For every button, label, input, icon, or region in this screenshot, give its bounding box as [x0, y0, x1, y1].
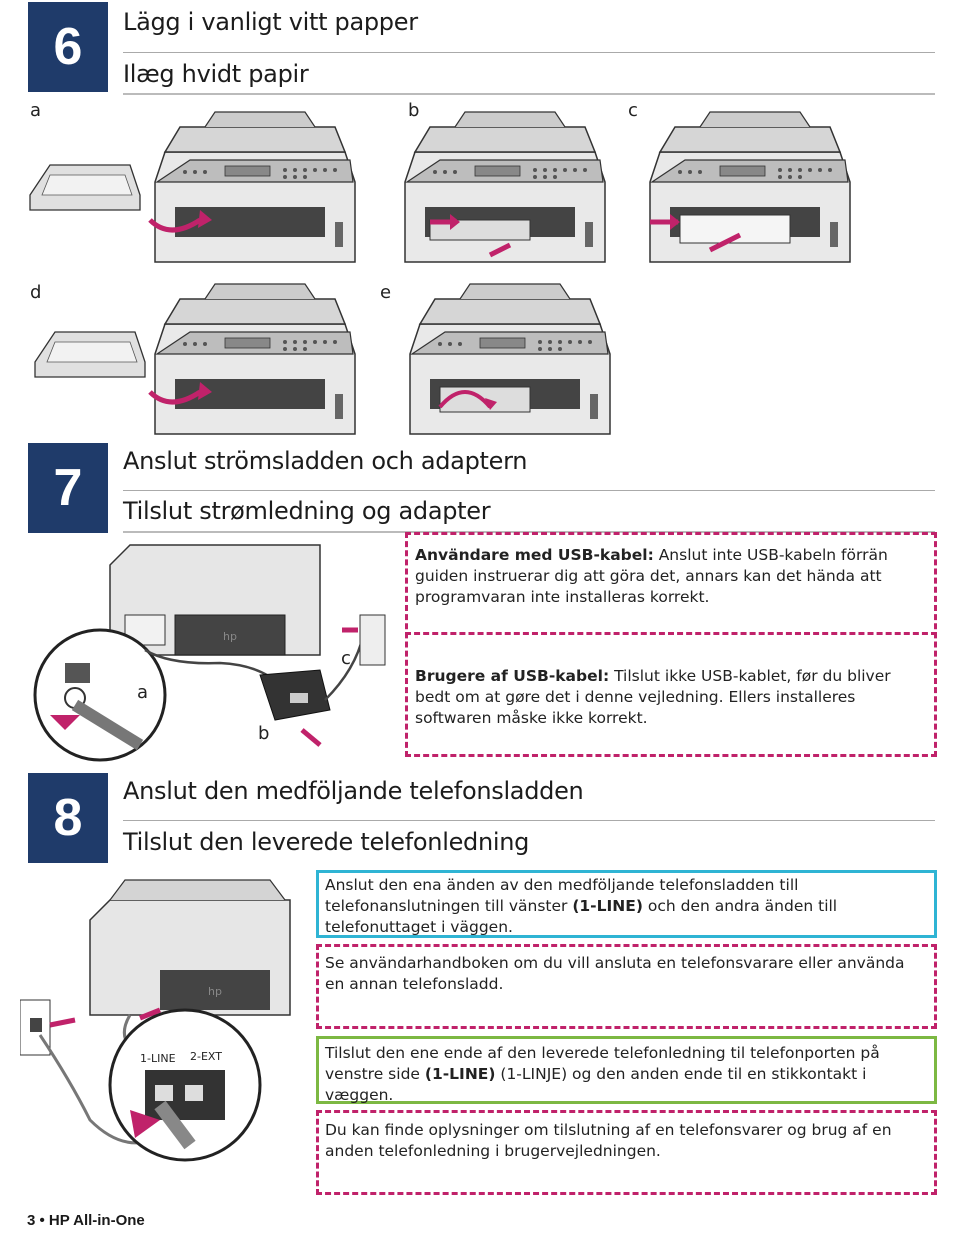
step7-note-sv-bold: Användare med USB-kabel: — [415, 546, 654, 564]
step8-box3-text-a: Tilslut den ene ende af den leverede tel… — [325, 1044, 880, 1083]
illustration-step6-c — [649, 111, 851, 263]
illustration-step6-d — [34, 283, 356, 435]
illustration-step6-e — [409, 283, 611, 435]
step7-note-border-top — [405, 532, 937, 535]
panel-label-c: c — [628, 100, 638, 121]
step7-note-da: Brugere af USB-kabel: Tilslut ikke USB-k… — [415, 666, 925, 729]
step7-label-c: c — [341, 648, 351, 669]
step8-box2-border-right — [934, 944, 937, 1029]
step-6-rule-bottom — [123, 93, 935, 95]
step7-note-da-text: Tilslut ikke USB-kablet, før du bliver b… — [415, 667, 891, 727]
step-7-rule — [123, 490, 935, 491]
step-7-title-sv: Anslut strömsladden och adaptern — [123, 447, 528, 475]
step7-note-sv-text: Anslut inte USB-kabeln förrän guiden ins… — [415, 546, 888, 606]
step8-box2-border-bottom — [316, 1026, 937, 1029]
step8-box1-text-b: och den andra änden till telefonuttaget … — [325, 897, 838, 936]
illustration-step6-a — [29, 111, 356, 263]
step8-instruction-da: Tilslut den ene ende af den leverede tel… — [325, 1043, 925, 1106]
step8-box1-bold: (1-LINE) — [572, 897, 643, 915]
step-8-rule — [123, 820, 935, 821]
step7-note-border-right — [934, 532, 937, 757]
svg-text:hp: hp — [208, 985, 222, 998]
port-label-2-ext: 2-EXT — [190, 1050, 222, 1063]
illustration-step6-b — [404, 111, 606, 263]
step8-box2-border-top — [316, 944, 937, 947]
step8-box2-border-left — [316, 944, 319, 1029]
step-6-number: 6 — [28, 2, 108, 92]
step-7-number: 7 — [28, 443, 108, 533]
step7-note-border-bottom — [405, 754, 937, 757]
step8-box3-bold: (1-LINE) — [424, 1065, 496, 1083]
panel-label-e: e — [380, 282, 392, 303]
step-6-title-sv: Lägg i vanligt vitt papper — [123, 8, 418, 36]
step7-note-sv: Användare med USB-kabel: Anslut inte USB… — [415, 545, 925, 608]
svg-text:hp: hp — [223, 630, 237, 643]
step7-label-b: b — [258, 723, 270, 744]
illustration-step7-power: hp — [33, 544, 386, 762]
panel-label-d: d — [30, 282, 42, 303]
step8-instruction-sv: Anslut den ena änden av den medföljande … — [325, 875, 925, 938]
step8-box3-text-b: (1-LINJE) og den anden ende til en stikk… — [325, 1065, 867, 1104]
step8-note-da: Du kan finde oplysninger om tilslutning … — [325, 1121, 892, 1160]
step-8-title-da: Tilslut den leverede telefonledning — [123, 828, 530, 856]
illustration-step8-phone: hp 1-LINE 2-EXT — [20, 879, 291, 1162]
step8-box1-text-a: Anslut den ena änden av den medföljande … — [325, 876, 799, 915]
step8-instruction-sv-box — [316, 870, 937, 938]
step8-box4-border-right — [934, 1110, 937, 1195]
panel-label-b: b — [408, 100, 420, 121]
step-8-number: 8 — [28, 773, 108, 863]
step7-note-divider — [405, 632, 937, 635]
page-footer: 3 • HP All-in-One — [27, 1212, 145, 1229]
step7-note-da-bold: Brugere af USB-kabel: — [415, 667, 610, 685]
step-6-rule — [123, 52, 935, 53]
step-8-title-sv: Anslut den medföljande telefonsladden — [123, 777, 584, 805]
step8-note-sv: Se användarhandboken om du vill ansluta … — [325, 954, 905, 993]
step8-box4-border-left — [316, 1110, 319, 1195]
step8-instruction-da-box — [316, 1036, 937, 1104]
port-label-1-line: 1-LINE — [140, 1052, 176, 1065]
step-6-title-da: Ilæg hvidt papir — [123, 60, 309, 88]
step7-note-border-left — [405, 532, 408, 757]
panel-label-a: a — [30, 100, 42, 121]
step8-box4-border-top — [316, 1110, 937, 1113]
step8-box4-border-bottom — [316, 1192, 937, 1195]
step7-label-a: a — [137, 682, 149, 703]
step-7-title-da: Tilslut strømledning og adapter — [123, 497, 491, 525]
